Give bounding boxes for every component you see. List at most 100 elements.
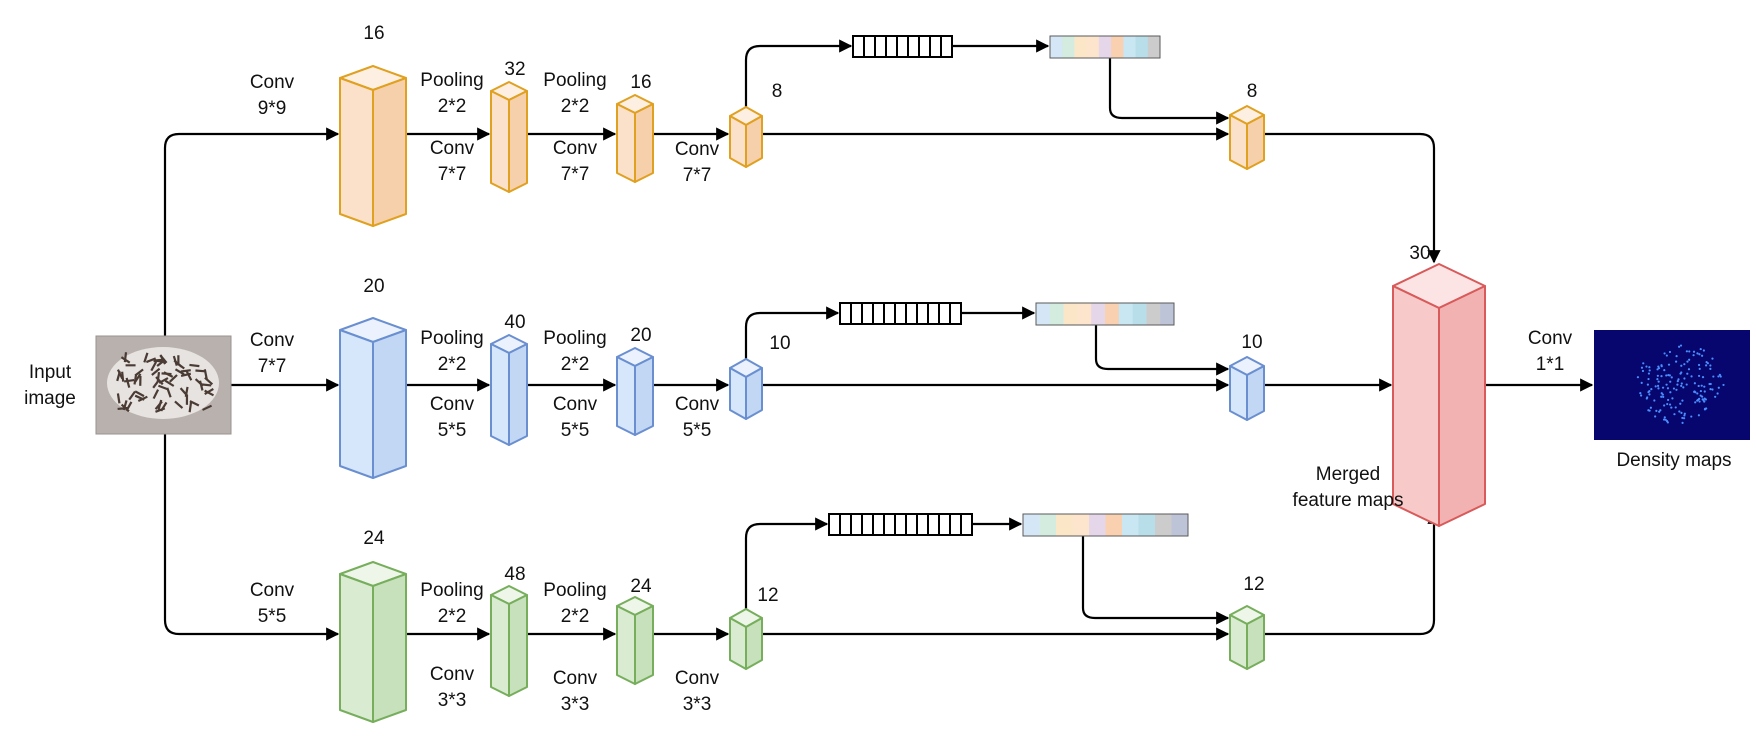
cuboid-side-face: [508, 90, 528, 193]
sequence-cell: [927, 513, 940, 536]
sequence-cell: [872, 302, 885, 325]
density-point: [1665, 354, 1668, 357]
end-feature-block: [1229, 356, 1265, 421]
larva: [195, 369, 206, 373]
density-point: [1663, 404, 1666, 407]
feature-block: [616, 94, 654, 183]
sequence-cell: [861, 302, 874, 325]
input-label-line2: image: [24, 388, 76, 409]
feature-block-count: 12: [757, 585, 778, 606]
arrows-layer: [163, 39, 1594, 641]
merged-label-line2: feature maps: [1293, 490, 1404, 511]
density-point: [1657, 365, 1660, 368]
density-point: [1645, 365, 1648, 368]
branch-top: Conv 9*9 16 Pooling 2*2 Conv 7*7 32 Pool…: [250, 23, 1265, 227]
feature-block-count: 16: [630, 72, 651, 93]
conv-label: Conv: [430, 394, 475, 415]
density-point: [1680, 411, 1683, 414]
density-point: [1679, 344, 1683, 347]
density-point: [1700, 354, 1704, 357]
cuboid-front-face: [729, 367, 747, 420]
density-map-image: [1594, 330, 1750, 440]
feature-strip-cell: [1091, 303, 1106, 325]
conv-kernel: 5*5: [561, 420, 590, 441]
larva: [134, 373, 142, 383]
density-point: [1696, 392, 1699, 395]
conv-label: Conv: [553, 138, 598, 159]
density-point: [1696, 352, 1699, 355]
sequence-cell: [861, 513, 874, 536]
sequence-cell: [839, 302, 852, 325]
sequence-vector: [828, 513, 973, 536]
pooling-size: 2*2: [438, 606, 467, 627]
final-conv-label: Conv: [1528, 328, 1573, 349]
density-point: [1682, 386, 1685, 389]
sequence-vector: [839, 302, 962, 325]
larva: [169, 374, 178, 383]
density-point: [1668, 403, 1672, 406]
density-point: [1641, 369, 1645, 373]
sequence-cell: [872, 513, 885, 536]
density-point: [1703, 390, 1706, 393]
density-point: [1646, 383, 1649, 386]
larva: [134, 368, 144, 377]
density-point: [1636, 376, 1640, 379]
sequence-cell: [905, 302, 918, 325]
conv-label: Conv: [430, 664, 475, 685]
pooling-size: 2*2: [561, 606, 590, 627]
feature-strip-cell: [1105, 514, 1123, 536]
density-point: [1656, 378, 1659, 381]
density-point: [1700, 384, 1703, 387]
larva: [174, 400, 184, 409]
larva: [179, 387, 189, 397]
feature-strip-cell: [1056, 514, 1073, 536]
density-point: [1662, 395, 1665, 399]
sequence-cell: [938, 513, 951, 536]
feature-strip-cell: [1155, 514, 1172, 536]
feature-block-count: 48: [504, 564, 525, 585]
larva: [185, 394, 189, 405]
feature-block-count: 20: [363, 276, 384, 297]
density-point: [1640, 394, 1643, 397]
density-point: [1685, 350, 1688, 353]
sequence-cell: [885, 35, 898, 58]
density-point: [1639, 392, 1642, 395]
density-point: [1666, 398, 1670, 402]
pooling-size: 2*2: [438, 354, 467, 375]
density-point: [1678, 410, 1681, 413]
larva: [125, 377, 131, 388]
larva: [189, 363, 200, 368]
feature-strip-cell: [1077, 303, 1092, 325]
feature-strip: [1035, 302, 1175, 326]
density-point: [1688, 358, 1691, 361]
merged-feature-maps: 30 Merged feature maps: [1293, 243, 1486, 527]
cuboid-front-face: [1229, 365, 1248, 421]
sequence-cell: [883, 513, 896, 536]
conv-label: Conv: [553, 668, 598, 689]
feature-block: [616, 596, 654, 685]
density-point: [1682, 417, 1686, 420]
density-point: [1670, 406, 1673, 409]
cuboid-side-face: [1246, 365, 1265, 421]
density-point: [1660, 364, 1663, 367]
arrow-strip-to-end: [1108, 58, 1230, 125]
feature-strip-cell: [1036, 303, 1051, 325]
density-point: [1658, 410, 1661, 413]
larva: [151, 367, 161, 376]
density-point: [1681, 416, 1684, 420]
density-point: [1717, 386, 1720, 389]
cuboid-front-face: [729, 115, 747, 168]
feature-block-count: 16: [363, 23, 384, 44]
density-point: [1683, 363, 1686, 366]
feature-strip-border: [1035, 302, 1175, 326]
sequence-cell: [916, 302, 929, 325]
density-point: [1701, 375, 1705, 379]
density-point: [1697, 414, 1701, 417]
cuboid-side-face: [634, 103, 654, 183]
density-point: [1709, 364, 1712, 367]
end-feature-block-count: 8: [1247, 81, 1258, 102]
larva: [156, 372, 161, 383]
larva: [164, 379, 175, 387]
sequence-cell: [850, 302, 863, 325]
larva: [166, 387, 172, 398]
